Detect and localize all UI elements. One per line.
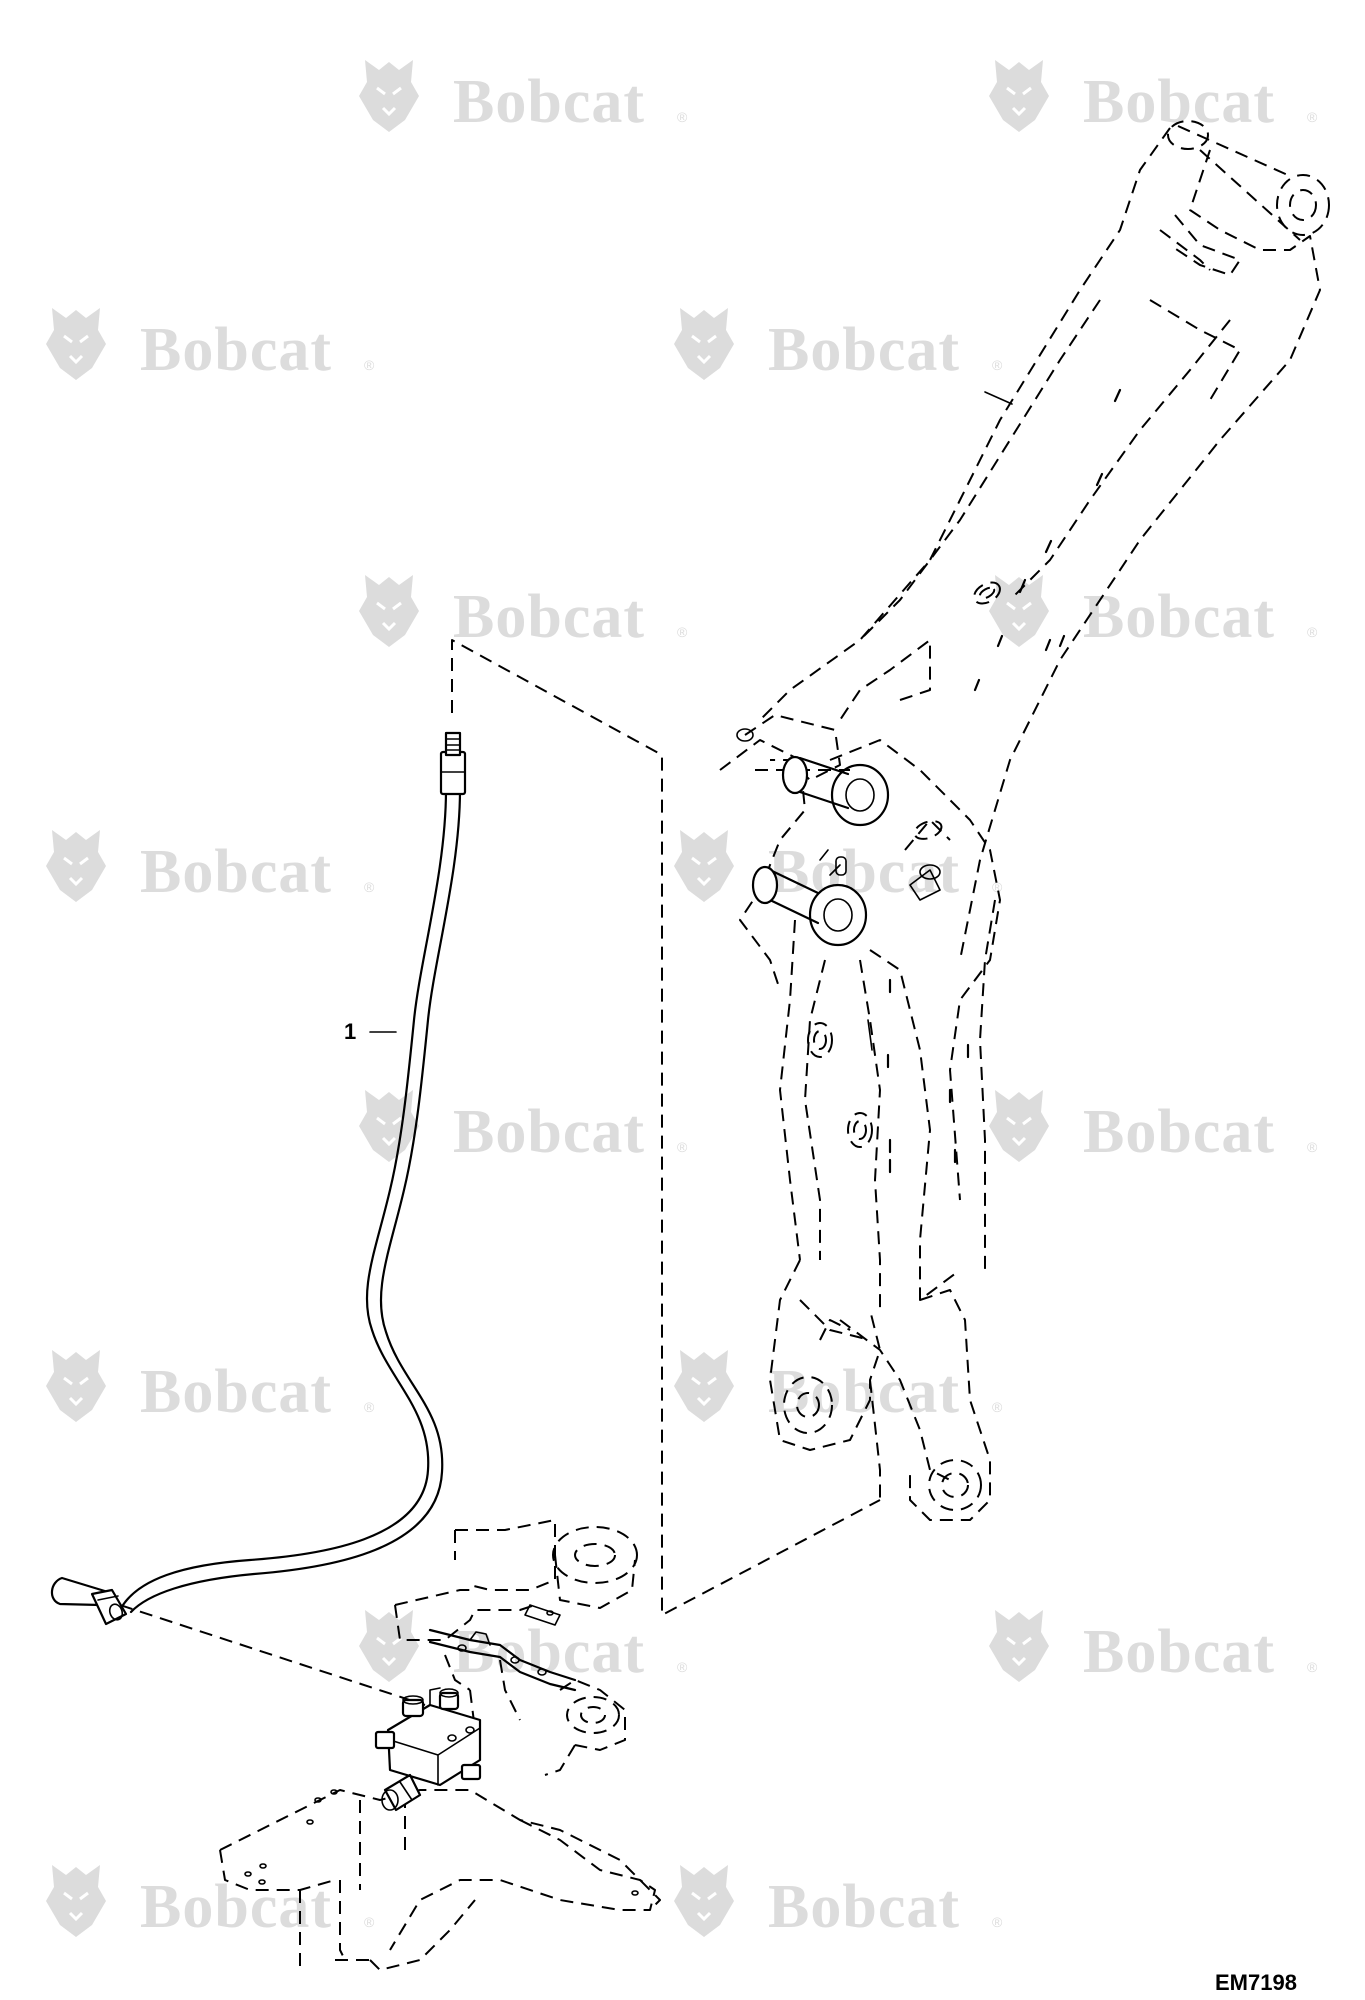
bobcat-watermark-text: Bobcat	[1083, 583, 1275, 651]
registered-mark: ®	[364, 1914, 375, 1930]
bobcat-logo-icon	[672, 1863, 736, 1939]
registered-mark: ®	[1307, 624, 1318, 640]
bobcat-logo-icon	[672, 828, 736, 904]
bobcat-logo-icon	[44, 306, 108, 382]
bobcat-logo-icon	[987, 58, 1051, 134]
bobcat-watermark-text: Bobcat	[1083, 1618, 1275, 1686]
registered-mark: ®	[364, 1399, 375, 1415]
bobcat-logo-icon	[357, 58, 421, 134]
callout-1-label: 1	[344, 1019, 356, 1044]
bobcat-watermark-text: Bobcat	[1083, 1098, 1275, 1166]
bobcat-watermark-text: Bobcat	[140, 1358, 332, 1426]
bobcat-watermark: Bobcat ®	[987, 573, 1318, 651]
registered-mark: ®	[992, 879, 1003, 895]
bobcat-watermark: Bobcat ®	[672, 1863, 1003, 1941]
bobcat-watermark-text: Bobcat	[768, 316, 960, 384]
bobcat-logo-icon	[44, 1348, 108, 1424]
swing-bracket	[219, 1519, 661, 1971]
bobcat-watermark: Bobcat ®	[672, 1348, 1003, 1426]
bobcat-watermark: Bobcat ®	[44, 1863, 375, 1941]
bobcat-logo-icon	[987, 1088, 1051, 1164]
callout-1: 1	[344, 1019, 397, 1044]
registered-mark: ®	[992, 357, 1003, 373]
registered-mark: ®	[1307, 1139, 1318, 1155]
registered-mark: ®	[992, 1399, 1003, 1415]
bobcat-logo-icon	[357, 1088, 421, 1164]
bobcat-watermark-text: Bobcat	[453, 68, 645, 136]
registered-mark: ®	[992, 1914, 1003, 1930]
bobcat-watermark-text: Bobcat	[453, 1098, 645, 1166]
registered-mark: ®	[1307, 109, 1318, 125]
bobcat-logo-icon	[357, 1608, 421, 1684]
registered-mark: ®	[677, 624, 688, 640]
registered-mark: ®	[677, 109, 688, 125]
bobcat-logo-icon	[987, 1608, 1051, 1684]
bobcat-watermark-text: Bobcat	[140, 1873, 332, 1941]
bobcat-watermark-text: Bobcat	[140, 838, 332, 906]
bobcat-watermark-text: Bobcat	[140, 316, 332, 384]
bobcat-watermark-text: Bobcat	[453, 1618, 645, 1686]
bobcat-watermark: Bobcat ®	[987, 1088, 1318, 1166]
bobcat-watermark: Bobcat ®	[357, 573, 688, 651]
registered-mark: ®	[364, 357, 375, 373]
registered-mark: ®	[677, 1659, 688, 1675]
bobcat-watermark: Bobcat ®	[357, 1088, 688, 1166]
bobcat-watermark-text: Bobcat	[453, 583, 645, 651]
drawing-code: EM7198	[1215, 1970, 1297, 1995]
bobcat-watermark: Bobcat ®	[987, 1608, 1318, 1686]
bobcat-logo-icon	[672, 306, 736, 382]
dipper-arm	[719, 120, 1330, 1521]
bobcat-watermark: Bobcat ®	[44, 306, 375, 384]
assembly-leaders	[119, 639, 881, 1706]
bobcat-watermark: Bobcat ®	[357, 1608, 688, 1686]
bobcat-watermark: Bobcat ®	[44, 1348, 375, 1426]
bobcat-watermark: Bobcat ®	[44, 828, 375, 906]
pin-boss-lower	[751, 865, 868, 947]
valve-block	[374, 1687, 482, 1812]
bobcat-logo-icon	[672, 1348, 736, 1424]
bobcat-watermark: Bobcat ®	[987, 58, 1318, 136]
pin-boss-upper	[755, 755, 890, 827]
bobcat-logo-icon	[357, 573, 421, 649]
bobcat-watermark: Bobcat ®	[672, 306, 1003, 384]
watermark-layer: Bobcat®Bobcat®Bobcat®Bobcat®Bobcat®Bobca…	[44, 58, 1318, 1941]
bobcat-watermark-text: Bobcat	[768, 1873, 960, 1941]
bobcat-watermark-text: Bobcat	[768, 1358, 960, 1426]
registered-mark: ®	[364, 879, 375, 895]
bobcat-logo-icon	[44, 1863, 108, 1939]
bobcat-watermark-text: Bobcat	[1083, 68, 1275, 136]
registered-mark: ®	[677, 1139, 688, 1155]
hose	[50, 731, 467, 1626]
bobcat-watermark: Bobcat ®	[357, 58, 688, 136]
registered-mark: ®	[1307, 1659, 1318, 1675]
bobcat-logo-icon	[44, 828, 108, 904]
